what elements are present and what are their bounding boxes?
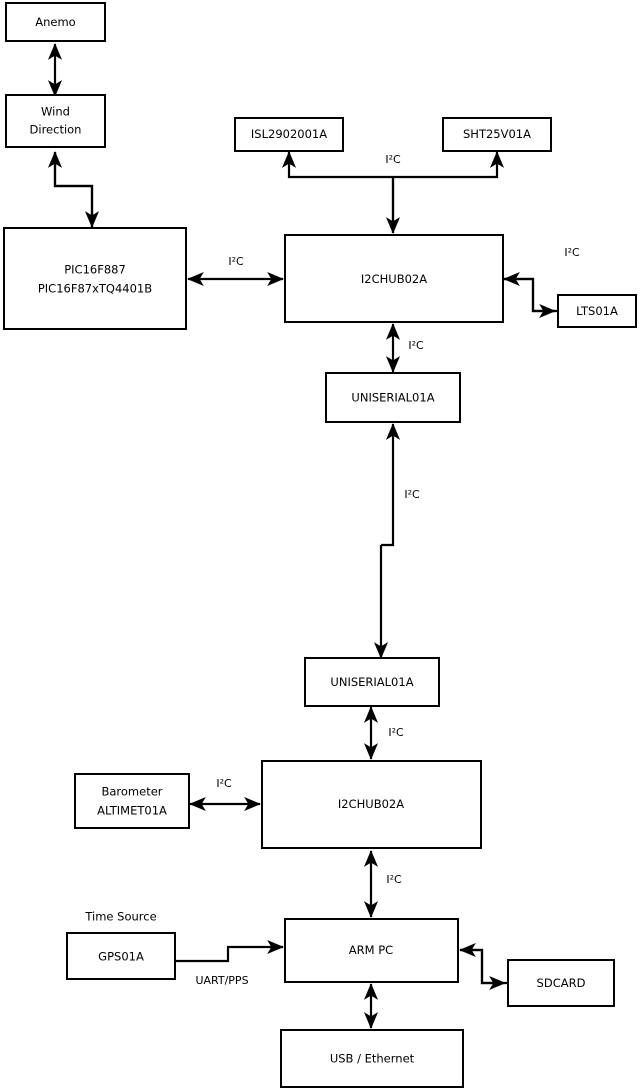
node-label-wind-direction-line2: Direction — [30, 123, 82, 137]
edge-label-hub-sensors: I²C — [385, 153, 401, 166]
node-box-wind-direction[interactable] — [5, 94, 106, 148]
node-box-arm-pc[interactable] — [284, 918, 459, 983]
node-label-uniserial01a-top: UNISERIAL01A — [351, 391, 434, 405]
node-box-uniserial01a-bottom[interactable] — [304, 657, 440, 707]
edge-path-pic-wind — [47, 151, 94, 227]
edge-pic-wind — [47, 151, 94, 227]
node-label-sdcard: SDCARD — [537, 976, 586, 990]
edge-path-uniserial-up — [381, 423, 401, 547]
node-arm-pc[interactable]: ARM PC — [284, 918, 459, 983]
edge-hub-sensors: I²C — [281, 151, 505, 234]
node-barometer[interactable]: Barometer ALTIMET01A — [74, 773, 190, 829]
node-label-isl2902001a: ISL2902001A — [251, 127, 327, 141]
edge-path-sdcard-armpc — [459, 942, 507, 985]
edge-path-lts-hub — [503, 271, 557, 313]
node-box-sdcard[interactable] — [507, 959, 615, 1007]
node-uniserial01a-bottom[interactable]: UNISERIAL01A — [304, 657, 440, 707]
edge-path-wind-pic — [53, 152, 100, 228]
edge-label-hub2-armpc: I²C — [386, 873, 402, 886]
node-box-anemo[interactable] — [5, 2, 106, 42]
node-usb-ethernet[interactable]: USB / Ethernet — [280, 1029, 464, 1088]
edge-uniserial-link: I²C — [373, 423, 420, 659]
edge-hub-uniserial: I²C — [385, 323, 424, 373]
node-isl2902001a[interactable]: ISL2902001A — [234, 117, 344, 152]
node-box-pic[interactable] — [3, 227, 187, 330]
node-box-i2chub02a-top[interactable] — [284, 234, 504, 323]
node-sht25v01a[interactable]: SHT25V01A — [442, 117, 552, 152]
edge-baro-hub2: I²C — [189, 777, 261, 812]
node-box-sht25v01a[interactable] — [442, 117, 552, 152]
edge-path-hub-lts — [504, 277, 556, 319]
node-label-sht25v01a: SHT25V01A — [463, 127, 531, 141]
node-sdcard[interactable]: SDCARD — [507, 959, 615, 1007]
node-uniserial01a-top[interactable]: UNISERIAL01A — [325, 372, 461, 423]
node-label-wind-direction-line1: Wind — [41, 105, 70, 119]
node-box-barometer[interactable] — [74, 773, 190, 829]
edge-label-baro-hub2: I²C — [216, 777, 232, 790]
node-wind-direction[interactable]: Wind Direction — [5, 94, 106, 148]
node-anemo[interactable]: Anemo — [5, 2, 106, 42]
node-pic[interactable]: PIC16F887 PIC16F87xTQ4401B — [3, 227, 187, 330]
node-box-uniserial01a-top[interactable] — [325, 372, 461, 423]
node-label-anemo: Anemo — [35, 15, 75, 29]
edge-gps-armpc: UART/PPS — [176, 939, 284, 987]
edge-hub-lts: I²C — [503, 246, 580, 319]
node-label-usb-ethernet: USB / Ethernet — [330, 1052, 415, 1066]
edge-label-hub-uniserial: I²C — [408, 339, 424, 352]
node-label-lts01a: LTS01A — [576, 304, 618, 318]
edge-label-pic-hub: I²C — [228, 255, 244, 268]
node-lts01a[interactable]: LTS01A — [557, 294, 637, 328]
node-box-gps01a[interactable] — [66, 932, 176, 980]
node-label-pic-line1: PIC16F887 — [64, 263, 126, 277]
node-label-arm-pc: ARM PC — [349, 943, 393, 957]
edge-label-uniserial-link: I²C — [404, 488, 420, 501]
node-box-i2chub02a-bottom[interactable] — [261, 760, 482, 849]
edge-path-armpc-sdcard — [460, 948, 506, 991]
edge-path-gps-armpc — [176, 939, 284, 963]
node-label-barometer-line2: ALTIMET01A — [97, 804, 167, 818]
edge-label-gps-armpc: UART/PPS — [195, 974, 248, 987]
edge-armpc-sdcard — [459, 942, 507, 991]
node-label-gps01a: GPS01A — [98, 950, 144, 964]
node-label-barometer-line1: Barometer — [101, 785, 162, 799]
node-box-isl2902001a[interactable] — [234, 117, 344, 152]
node-box-usb-ethernet[interactable] — [280, 1029, 464, 1088]
node-label-i2chub02a-bottom: I2CHUB02A — [338, 797, 404, 811]
node-box-lts01a[interactable] — [557, 294, 637, 328]
edge-uniserial-hub2: I²C — [363, 706, 404, 760]
node-i2chub02a-top[interactable]: I2CHUB02A — [284, 234, 504, 323]
node-i2chub02a-bottom[interactable]: I2CHUB02A — [261, 760, 482, 849]
edge-path-hub-isl — [281, 151, 393, 179]
node-label-uniserial01a-bottom: UNISERIAL01A — [330, 675, 413, 689]
node-label-i2chub02a-top: I2CHUB02A — [361, 272, 427, 286]
edge-wind-pic — [53, 152, 100, 228]
edge-label-hub-lts: I²C — [564, 246, 580, 259]
edge-hub2-armpc: I²C — [363, 850, 402, 918]
edge-label-uniserial-hub2: I²C — [388, 726, 404, 739]
label-time-source: Time Source — [84, 910, 156, 924]
node-label-pic-line2: PIC16F87xTQ4401B — [38, 282, 152, 296]
node-gps01a[interactable]: GPS01A — [66, 932, 176, 980]
edge-path-hub-sht — [393, 151, 505, 179]
edge-pic-hub: I²C — [187, 255, 284, 287]
